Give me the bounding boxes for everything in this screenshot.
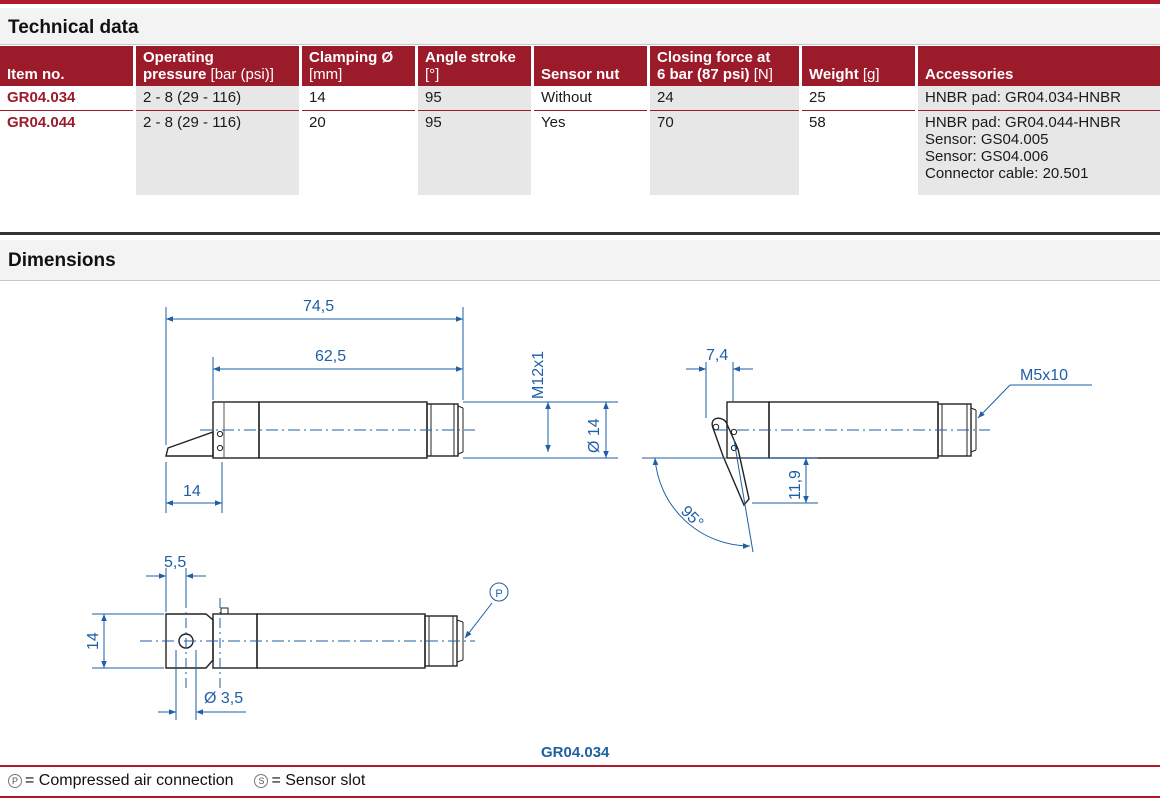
technical-data-title: Technical data <box>8 17 139 38</box>
col-operating-pressure: Operating pressure [bar (psi)] <box>134 46 302 86</box>
bottom-accent-line <box>0 796 1160 798</box>
col-weight: Weight [g] <box>800 46 918 86</box>
swung-jaw <box>711 417 750 507</box>
top-view: 5,5 14 Ø 3,5 P <box>85 554 509 720</box>
clamping-cell: 14 <box>300 86 418 111</box>
p-legend-text: = Compressed air connection <box>25 772 234 789</box>
item-no-cell: GR04.044 <box>0 110 136 195</box>
accessories-cell: HNBR pad: GR04.034-HNBR <box>916 86 1160 111</box>
dim-74-5: 74,5 <box>303 298 334 315</box>
item-no-cell: GR04.034 <box>0 86 136 111</box>
legend: P= Compressed air connection S= Sensor s… <box>8 772 365 790</box>
angle-cell: 95 <box>416 110 534 195</box>
table-header-row: Item no. Operating pressure [bar (psi)] … <box>0 46 1160 86</box>
col-sensor-nut: Sensor nut <box>532 46 650 86</box>
pressure-cell: 2 - 8 (29 - 116) <box>134 86 302 111</box>
accessory-line: Sensor: GS04.005 <box>925 131 1049 148</box>
col-item-no: Item no. <box>0 46 136 86</box>
force-cell: 70 <box>648 110 802 195</box>
accessory-line: HNBR pad: GR04.044-HNBR <box>925 114 1121 131</box>
dim-dia-14: Ø 14 <box>586 418 603 453</box>
dim-11-9: 11,9 <box>787 470 804 500</box>
technical-data-header: Technical data <box>0 8 1160 45</box>
p-symbol: P <box>8 774 22 788</box>
dim-14-vertical: 14 <box>85 632 102 650</box>
weight-cell: 25 <box>800 86 918 111</box>
pivot-circle <box>216 430 224 438</box>
col-clamping: Clamping Ø [mm] <box>300 46 418 86</box>
dim-7-4: 7,4 <box>706 347 728 364</box>
footer-divider <box>0 765 1160 767</box>
s-legend-text: = Sensor slot <box>271 772 366 789</box>
pressure-cell: 2 - 8 (29 - 116) <box>134 110 302 195</box>
pivot-circle <box>216 444 224 452</box>
section-divider <box>0 232 1160 235</box>
angle-view: 7,4 M5x10 11,9 95° <box>642 347 1092 553</box>
table-row: GR04.034 2 - 8 (29 - 116) 14 95 Without … <box>0 86 1160 111</box>
dimensions-header: Dimensions <box>0 240 1160 281</box>
dimensions-title: Dimensions <box>8 250 116 271</box>
dim-jaw-14: 14 <box>183 483 201 500</box>
table-row: GR04.044 2 - 8 (29 - 116) 20 95 Yes 70 5… <box>0 110 1160 195</box>
top-accent-line <box>0 0 1160 4</box>
technical-data-table: Item no. Operating pressure [bar (psi)] … <box>0 46 1160 195</box>
dim-m5x10: M5x10 <box>1020 367 1068 384</box>
force-cell: 24 <box>648 86 802 111</box>
angle-cell: 95 <box>416 86 534 111</box>
dim-m12x1: M12x1 <box>530 351 547 399</box>
dim-angle-95: 95° <box>677 503 706 532</box>
dim-62-5: 62,5 <box>315 348 346 365</box>
jaw-shape <box>165 431 214 457</box>
sensor-cell: Without <box>532 86 650 111</box>
side-view: 74,5 62,5 14 M12x1 Ø 14 <box>165 298 618 513</box>
weight-cell: 58 <box>800 110 918 195</box>
port-marker-label: P <box>495 588 502 600</box>
col-angle-stroke: Angle stroke [°] <box>416 46 534 86</box>
drawing-caption: GR04.034 <box>541 744 610 761</box>
clamping-cell: 20 <box>300 110 418 195</box>
accessory-line: HNBR pad: GR04.034-HNBR <box>925 89 1121 106</box>
port-marker-circle <box>489 582 509 602</box>
dim-5-5: 5,5 <box>164 554 186 571</box>
dim-hole-3-5: Ø 3,5 <box>204 690 243 707</box>
col-closing-force: Closing force at 6 bar (87 psi) [N] <box>648 46 802 86</box>
accessory-line: Connector cable: 20.501 <box>925 165 1089 182</box>
s-symbol: S <box>254 774 269 788</box>
accessories-cell: HNBR pad: GR04.044-HNBR Sensor: GS04.005… <box>916 110 1160 195</box>
accessory-line: Sensor: GS04.006 <box>925 148 1049 165</box>
dimension-drawing: 74,5 62,5 14 M12x1 Ø 14 <box>85 298 1092 720</box>
col-accessories: Accessories <box>916 46 1160 86</box>
sensor-cell: Yes <box>532 110 650 195</box>
